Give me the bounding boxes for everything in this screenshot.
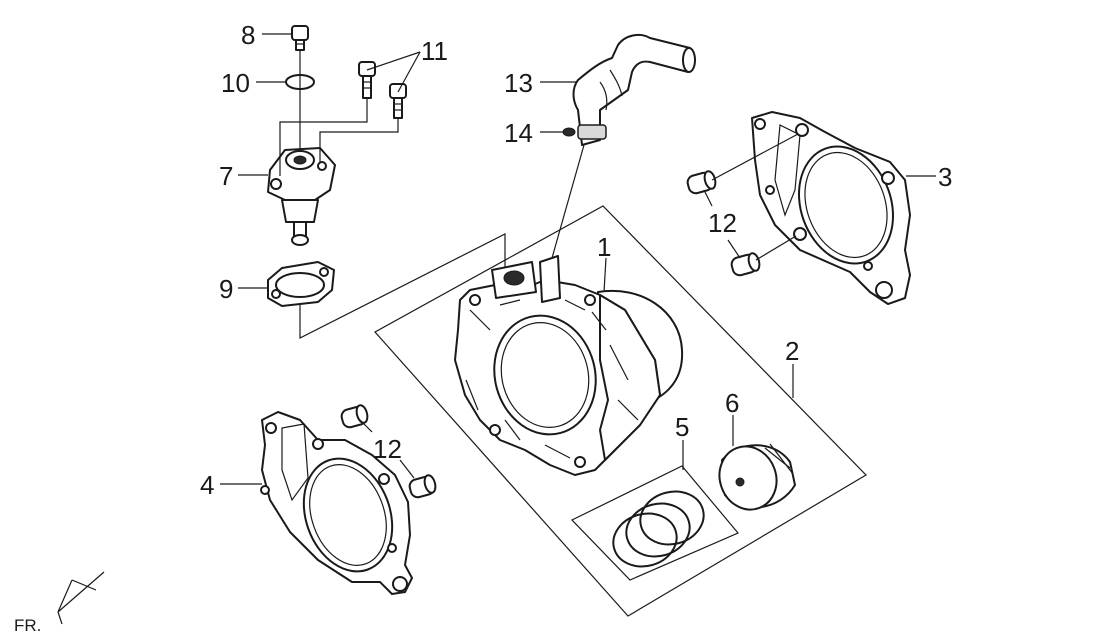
piston-ring-set-frame xyxy=(570,465,739,581)
leader-12a-gasket xyxy=(711,133,799,181)
dowel-pin-c xyxy=(340,404,369,429)
front-orientation-arrow xyxy=(57,571,105,625)
leader-11-b xyxy=(397,51,421,93)
leader-12b-up xyxy=(359,419,373,433)
hose-clamp xyxy=(562,127,576,137)
callout-8: 8 xyxy=(241,20,255,50)
leader-11-bolt-b xyxy=(319,118,399,162)
leader-12a-down xyxy=(727,239,741,259)
callout-2: 2 xyxy=(785,336,799,366)
callout-14: 14 xyxy=(504,118,533,148)
base-gasket-lower xyxy=(260,411,413,595)
head-gasket-upper xyxy=(751,111,911,305)
leader-11-a xyxy=(366,51,421,71)
callout-7: 7 xyxy=(219,161,233,191)
callout-1: 1 xyxy=(597,232,611,262)
callout-13: 13 xyxy=(504,68,533,98)
dowel-pin-d xyxy=(408,474,437,499)
dowel-pin-a xyxy=(686,170,717,195)
callout-6: 6 xyxy=(725,388,739,418)
cylinder-block xyxy=(454,255,684,476)
leader-12b-down xyxy=(399,459,415,479)
leader-11-bolt-a xyxy=(279,98,368,176)
callout-3: 3 xyxy=(938,162,952,192)
leader-1 xyxy=(603,257,607,293)
tensioner-link-line xyxy=(299,233,506,339)
leader-12a-up xyxy=(703,189,713,207)
front-orientation-label: FR. xyxy=(14,616,41,635)
cam-chain-tensioner xyxy=(267,147,336,246)
callout-5: 5 xyxy=(675,412,689,442)
leader-12a-gasket-b xyxy=(755,235,797,261)
piston-rings xyxy=(612,490,705,568)
dowel-pin-b xyxy=(730,252,761,277)
cylinder-assembly-frame xyxy=(374,205,867,617)
piston xyxy=(718,443,796,511)
callout-9: 9 xyxy=(219,274,233,304)
callout-4: 4 xyxy=(200,470,214,500)
callout-12-lower: 12 xyxy=(373,434,402,464)
tensioner-bolt-b xyxy=(389,83,407,119)
callout-12-upper: 12 xyxy=(708,208,737,238)
tensioner-bolt-a xyxy=(358,61,376,99)
callout-11: 11 xyxy=(421,36,448,66)
tensioner-cap-bolt xyxy=(291,25,309,51)
leader-hose-to-cylinder xyxy=(551,144,585,259)
tensioner-gasket xyxy=(267,261,335,307)
coolant-hose xyxy=(572,33,696,146)
callout-10: 10 xyxy=(221,68,250,98)
